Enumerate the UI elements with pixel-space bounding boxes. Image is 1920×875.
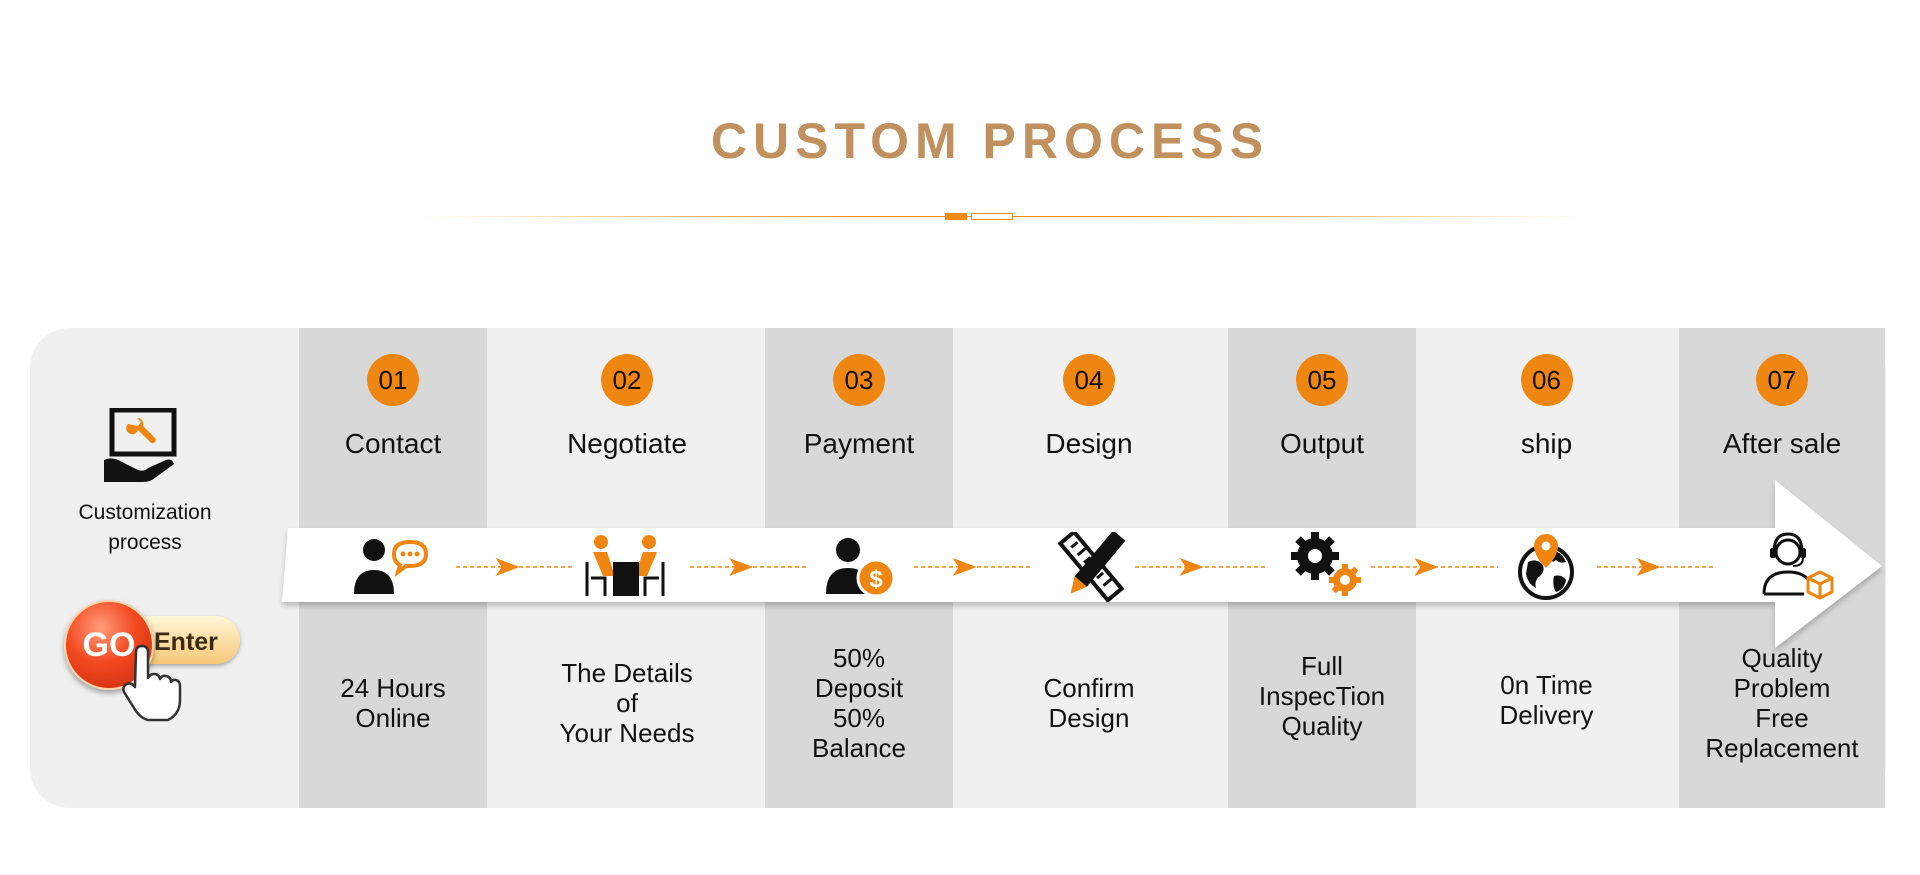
step-number-badge: 01: [367, 354, 419, 406]
meeting-table-icon: [585, 535, 665, 596]
step-name: Design: [1045, 428, 1133, 459]
step-number-badge: 07: [1756, 354, 1808, 406]
step-description-line: InspecTion: [1258, 681, 1386, 711]
step-name: Payment: [803, 428, 915, 459]
headset-package-icon: [1762, 532, 1834, 600]
step-description-line: Quality: [1281, 711, 1363, 741]
step-description-line: Full: [1301, 651, 1343, 681]
step-name: ship: [1520, 428, 1573, 459]
step-description-line: Online: [355, 703, 431, 733]
go-enter-button[interactable]: Enter GO: [60, 596, 250, 726]
step-description-line: Confirm: [1043, 673, 1135, 703]
step-description-line: Design: [1048, 703, 1130, 733]
step-name: Output: [1279, 428, 1365, 459]
page-title: CUSTOM PROCESS: [710, 113, 1270, 169]
step-description-line: Quality: [1741, 643, 1823, 673]
step-name: Negotiate: [567, 428, 687, 459]
enter-label: Enter: [154, 628, 218, 656]
step-description-line: of: [616, 688, 638, 718]
svg-text:$: $: [869, 566, 883, 593]
gears-icon: [1291, 532, 1361, 596]
step-number-badge: 06: [1520, 354, 1573, 406]
step-description-line: Your Needs: [559, 718, 695, 748]
step-description-line: 50%: [832, 703, 886, 733]
step-number-badge: 03: [833, 354, 885, 406]
step-name: After sale: [1722, 428, 1842, 459]
step-description-line: Free: [1755, 703, 1809, 733]
step-number-badge: 05: [1296, 354, 1348, 406]
intro-label: Customization process: [78, 501, 212, 554]
computer-repair-icon: [104, 408, 177, 482]
step-description-line: 50%: [832, 643, 886, 673]
customer-chat-icon: [354, 539, 429, 594]
globe-location-icon: [1518, 534, 1574, 600]
pencil-ruler-icon: [1057, 532, 1126, 602]
step-description-line: Problem: [1733, 673, 1831, 703]
step-name: Contact: [344, 428, 442, 459]
step-description-line: Balance: [812, 733, 906, 763]
step-description-line: 0n Time: [1500, 670, 1593, 700]
go-label: GO: [82, 626, 136, 664]
customer-dollar-icon: $: [826, 538, 896, 598]
title-divider: [420, 213, 1580, 220]
step-description-line: The Details: [561, 658, 693, 688]
pointing-hand-icon: [122, 644, 182, 722]
step-description-line: 24 Hours: [340, 673, 446, 703]
step-number-badge: 02: [601, 354, 653, 406]
step-number-badge: 04: [1063, 354, 1115, 406]
step-description-line: Replacement: [1705, 733, 1859, 763]
step-description-line: Delivery: [1499, 700, 1594, 730]
step-description-line: Deposit: [814, 673, 904, 703]
